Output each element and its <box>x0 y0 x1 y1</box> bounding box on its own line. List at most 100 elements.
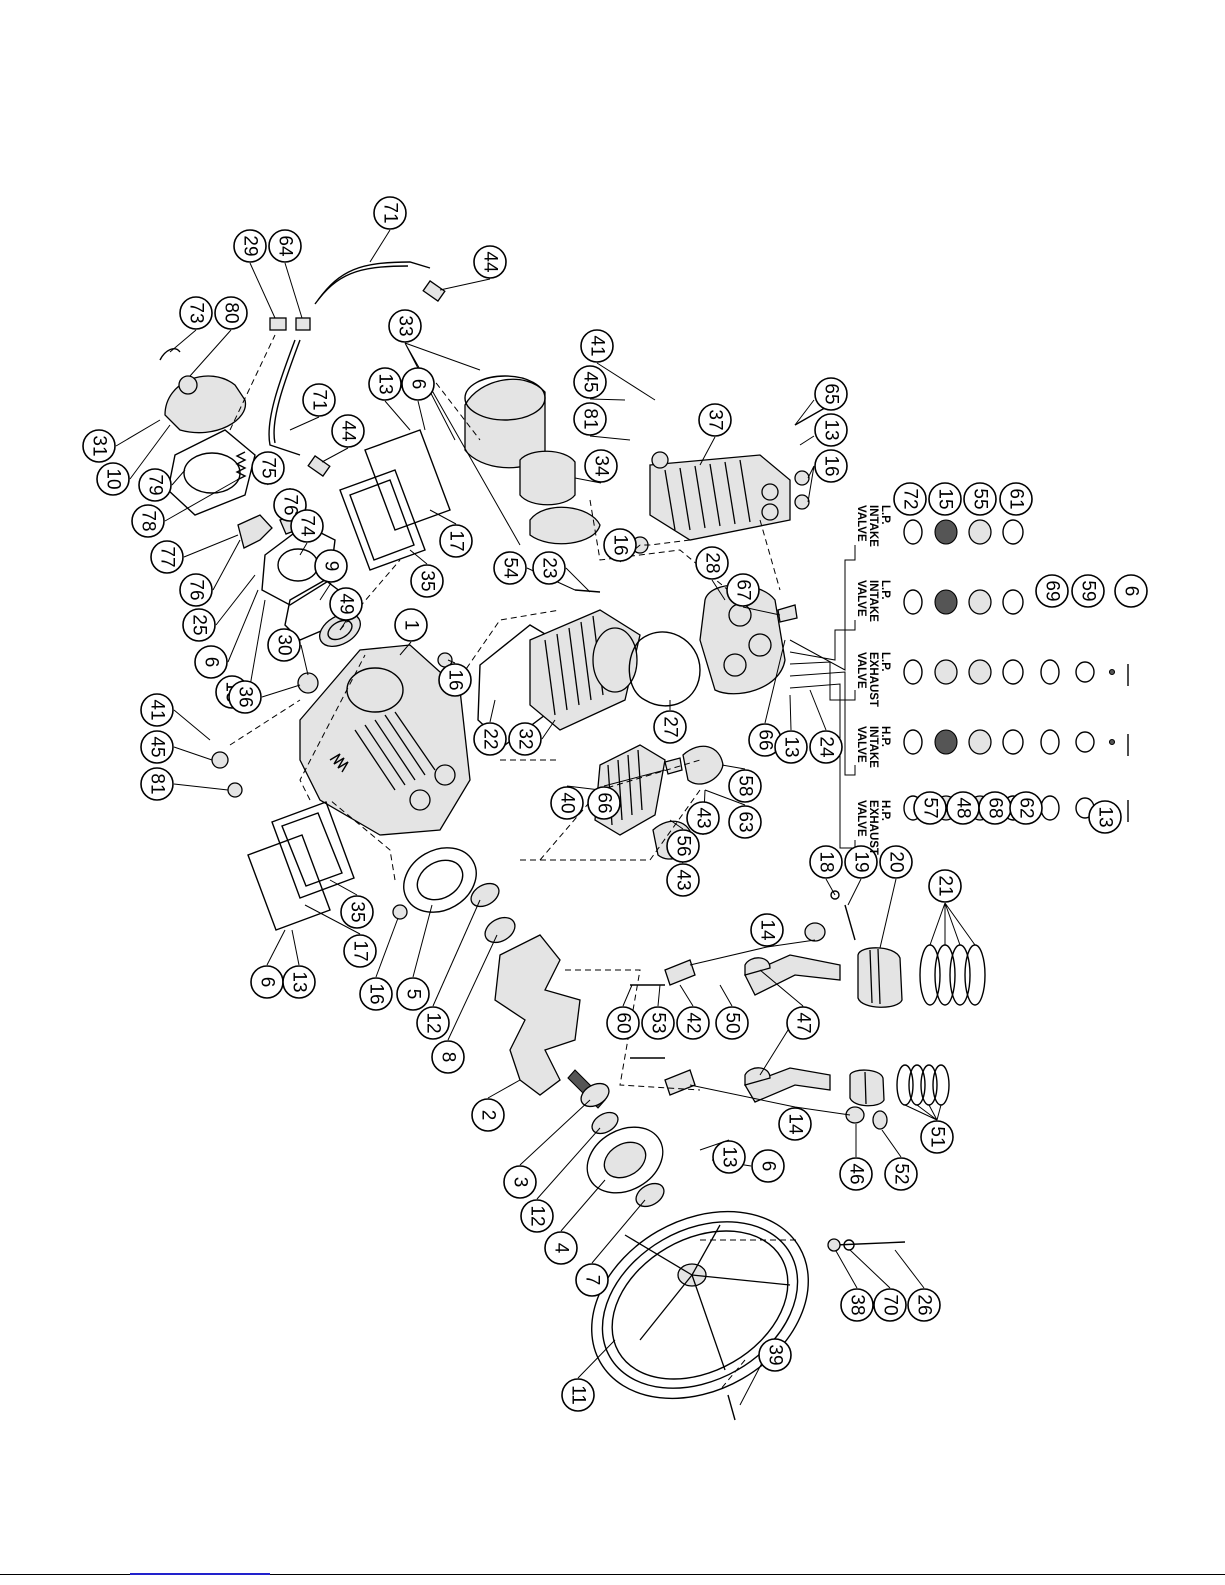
part-callout-71: 71 <box>302 383 336 417</box>
part-callout-26: 26 <box>907 1288 941 1322</box>
callout-circle <box>814 413 848 447</box>
callout-number: 1 <box>401 620 422 631</box>
part-callout-23: 23 <box>532 551 566 585</box>
bearing-cup-12-upper <box>470 882 500 908</box>
valve-labels: L.P.INTAKEVALVEL.P.INTAKEVALVEL.P.EXHAUS… <box>855 505 891 855</box>
fitting-45-left <box>211 751 229 769</box>
head-28-port-b <box>748 633 772 657</box>
wrist-pin-19 <box>844 904 856 941</box>
key-39 <box>727 1394 736 1421</box>
callout-number: 59 <box>1078 580 1099 601</box>
callout-number: 70 <box>880 1294 901 1315</box>
plug-16-b <box>794 494 810 510</box>
part-callout-78: 78 <box>131 504 165 538</box>
callout-number: 7 <box>582 1275 603 1286</box>
bearing-cover-4-hub <box>603 1141 647 1179</box>
callout-circle <box>194 645 228 679</box>
part-callout-45: 45 <box>140 730 174 764</box>
callout-number: 54 <box>500 557 521 579</box>
callout-number: 46 <box>846 1163 867 1184</box>
part-callout-35: 35 <box>410 564 444 598</box>
part-callout-51: 51 <box>920 1120 954 1154</box>
part-callout-44: 44 <box>331 414 365 448</box>
callout-number: 13 <box>375 373 396 394</box>
part-callout-1: 1 <box>394 608 428 642</box>
callout-number: 20 <box>886 851 907 872</box>
callout-circle <box>314 549 348 583</box>
part-callout-11: 11 <box>561 1378 595 1412</box>
callout-number: 18 <box>816 851 837 872</box>
callout-number: 48 <box>953 797 974 818</box>
gasket-5 <box>403 847 477 913</box>
elbow-73 <box>159 348 181 361</box>
part-callout-13: 13 <box>774 730 808 764</box>
callout-circle <box>774 730 808 764</box>
part-callout-35: 35 <box>340 895 374 929</box>
callout-circle <box>913 791 947 825</box>
part-callout-16: 16 <box>814 449 848 483</box>
piston-20-ring-groove <box>869 949 873 1004</box>
bolt-26 <box>834 1241 906 1246</box>
cylinder-32-fins <box>544 615 604 716</box>
callout-circle <box>928 482 962 516</box>
callout-number: 72 <box>900 488 921 509</box>
callout-circle <box>573 402 607 436</box>
crankcase-port-a <box>409 789 431 811</box>
callout-number: 25 <box>189 614 210 635</box>
callout-circle <box>431 1040 465 1074</box>
callout-circle <box>844 845 878 879</box>
callout-circle <box>179 296 213 330</box>
callout-number: 13 <box>719 1146 740 1167</box>
part-callout-72: 72 <box>893 482 927 516</box>
callout-number: 3 <box>510 1177 531 1188</box>
fitting-44-upper <box>422 280 446 302</box>
callout-number: 14 <box>757 919 778 941</box>
callout-circle <box>884 1157 918 1191</box>
callout-circle <box>473 722 507 756</box>
callout-number: 35 <box>417 570 438 591</box>
callout-number: 16 <box>366 983 387 1004</box>
valve-label-text: H.P.EXHAUSTVALVE <box>855 800 891 855</box>
callout-number: 36 <box>235 686 256 707</box>
callout-circle <box>1035 574 1069 608</box>
callout-circle <box>814 449 848 483</box>
callout-circle <box>999 482 1033 516</box>
callout-circle <box>587 786 621 820</box>
elbow-flange-43-upper <box>682 745 724 785</box>
callout-number: 16 <box>821 455 842 476</box>
callout-number: 28 <box>702 552 723 573</box>
callout-circle <box>550 786 584 820</box>
head-37-port-2 <box>761 503 779 521</box>
callout-number: 49 <box>336 593 357 614</box>
part-callout-13: 13 <box>1088 800 1122 834</box>
gasket-79 <box>167 429 256 516</box>
part-callout-73: 73 <box>179 296 213 330</box>
part-callout-13: 13 <box>282 965 316 999</box>
part-callout-16: 16 <box>603 528 637 562</box>
part-callout-47: 47 <box>786 1006 820 1040</box>
callout-circle <box>520 1199 554 1233</box>
callout-circle <box>712 1140 746 1174</box>
callout-circle <box>503 1165 537 1199</box>
callout-circle <box>728 769 762 803</box>
part-callout-10: 10 <box>96 462 130 496</box>
seal-49-inner <box>327 619 353 641</box>
fitting-81-left <box>227 782 243 798</box>
callout-circle <box>1114 574 1148 608</box>
callout-circle <box>676 1006 710 1040</box>
crankcase-port-b <box>434 764 456 786</box>
valve-label: L.P.INTAKEVALVE <box>855 505 891 547</box>
part-callout-29: 29 <box>233 229 267 263</box>
plug-16-bottom <box>392 904 408 920</box>
part-callout-13: 13 <box>712 1140 746 1174</box>
callout-number: 79 <box>145 474 166 495</box>
part-callout-27: 27 <box>653 710 687 744</box>
callout-circle <box>388 309 422 343</box>
callout-circle <box>82 429 116 463</box>
callout-number: 33 <box>395 315 416 336</box>
callout-number: 71 <box>309 389 330 410</box>
cylinder-head-37 <box>649 454 791 541</box>
rod-cap-upper <box>664 959 696 986</box>
callout-circle <box>584 449 618 483</box>
part-callout-76: 76 <box>179 573 213 607</box>
